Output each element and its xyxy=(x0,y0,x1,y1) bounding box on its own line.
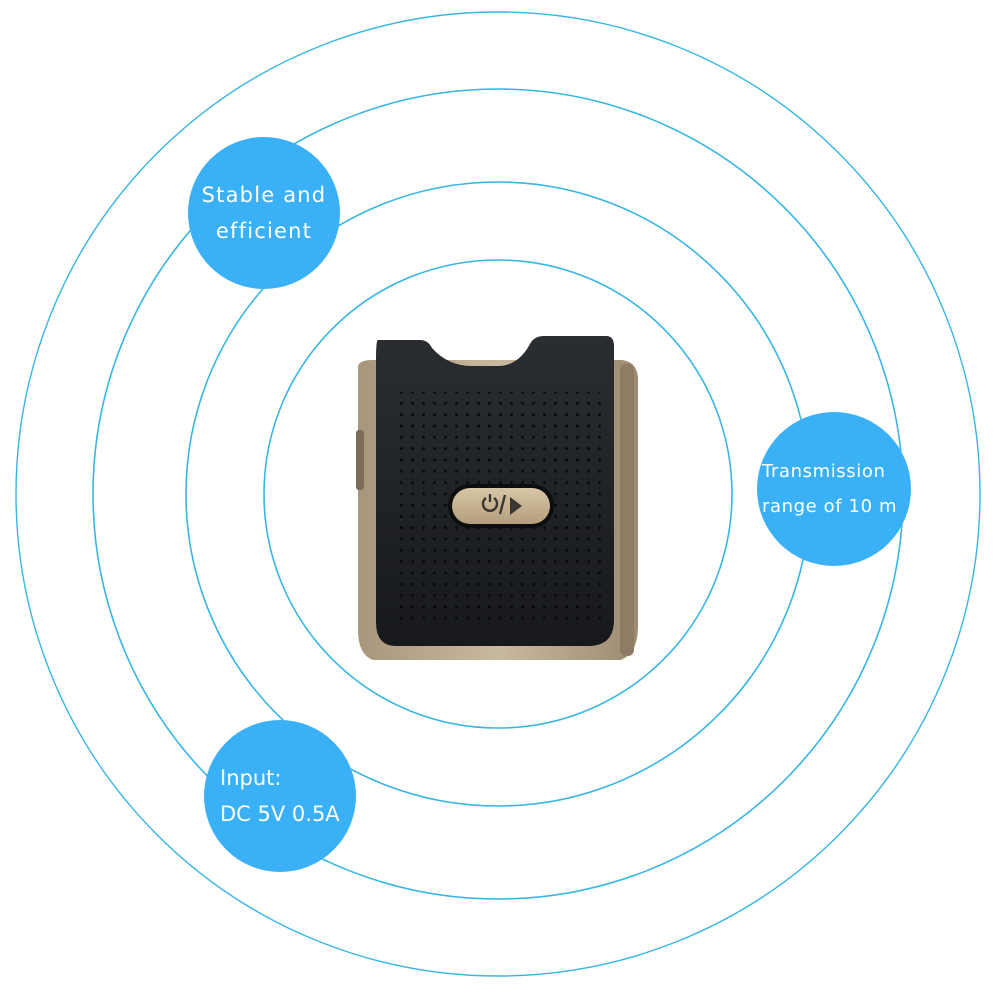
feature-input-line2: DC 5V 0.5A xyxy=(220,802,340,826)
play-triangle xyxy=(510,497,522,515)
signal-ring-inner xyxy=(263,259,733,729)
device-side-clip xyxy=(620,364,634,656)
feature-input-line1: Input: xyxy=(220,766,282,790)
feature-bubble-range: Transmission range of 10 m xyxy=(757,412,911,566)
feature-range-line1: Transmission xyxy=(762,461,886,482)
feature-stable-line2: efficient xyxy=(215,219,313,243)
feature-stable-line1: Stable and xyxy=(201,183,327,207)
signal-ring-outer xyxy=(15,11,981,977)
feature-bubble-stable: Stable and efficient xyxy=(188,137,340,289)
feature-bubble-input: Input: DC 5V 0.5A xyxy=(204,720,356,872)
wireless-device xyxy=(356,336,638,660)
feature-range-line2: range of 10 m xyxy=(762,496,898,517)
device-left-edge xyxy=(356,430,364,490)
power-play-icon xyxy=(481,494,507,515)
